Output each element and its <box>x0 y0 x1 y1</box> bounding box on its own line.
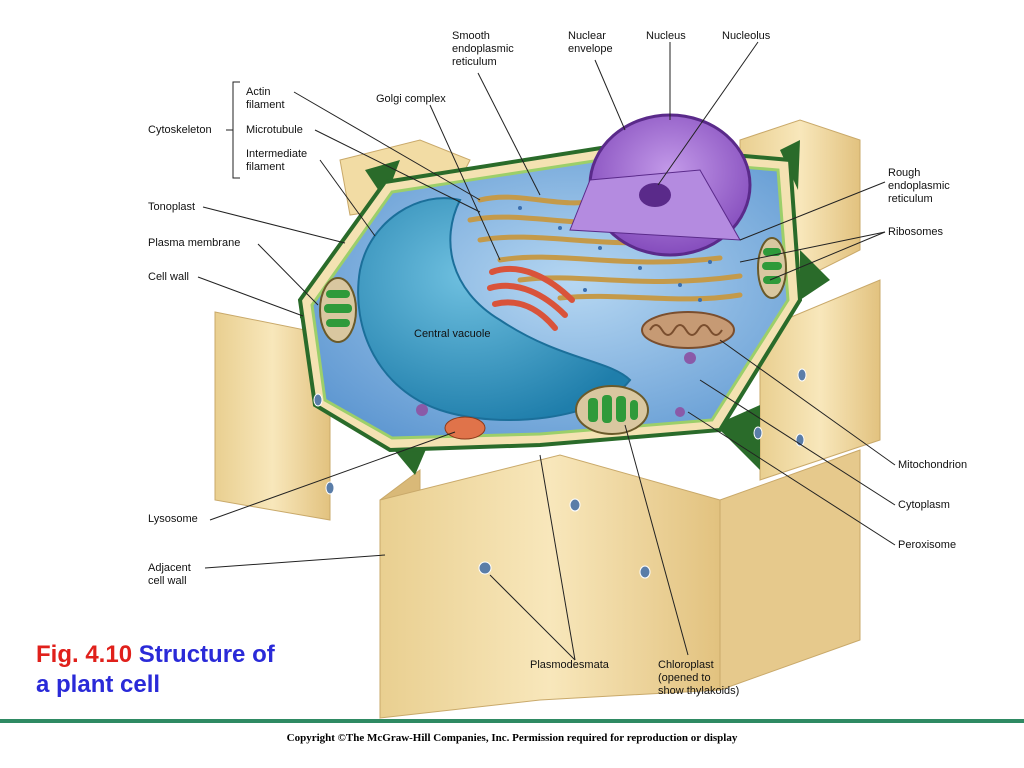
figure-caption: Fig. 4.10 Structure of a plant cell <box>36 640 275 700</box>
label-actin-filament: Actin filament <box>246 86 285 111</box>
central-vacuole <box>357 197 632 421</box>
label-cytoplasm: Cytoplasm <box>898 499 950 511</box>
label-golgi-complex: Golgi complex <box>376 93 446 105</box>
label-peroxisome: Peroxisome <box>898 539 957 551</box>
label-nucleus: Nucleus <box>646 30 686 42</box>
plasmodesmata-pores <box>313 368 807 579</box>
label-tonoplast: Tonoplast <box>148 201 196 213</box>
figure-number: Fig. 4.10 <box>36 641 133 668</box>
figure-title-line1: Structure of <box>138 641 275 668</box>
figure-title-line2: a plant cell <box>36 671 161 698</box>
chloroplast-right <box>757 237 787 299</box>
label-chloroplast: Chloroplast (opened to show thylakoids) <box>658 659 740 697</box>
label-adjacent-cell-wall: Adjacent cell wall <box>148 562 191 587</box>
leader-lines <box>197 41 896 661</box>
label-mitochondrion: Mitochondrion <box>898 459 968 471</box>
label-smooth-er: Smooth endoplasmic reticulum <box>452 30 514 68</box>
label-cytoskeleton: Cytoskeleton <box>148 124 212 136</box>
chloroplast <box>575 385 649 435</box>
lysosome <box>444 416 486 440</box>
label-nucleolus: Nucleolus <box>722 30 771 42</box>
peroxisome <box>416 352 696 417</box>
label-cell-wall: Cell wall <box>148 271 189 283</box>
label-plasmodesmata: Plasmodesmata <box>530 659 609 671</box>
label-nuclear-envelope: Nuclear envelope <box>568 30 613 55</box>
label-plasma-membrane: Plasma membrane <box>148 237 241 249</box>
footer-rule <box>0 719 1024 723</box>
label-lysosome: Lysosome <box>148 513 198 525</box>
nucleus <box>569 113 752 257</box>
copyright-notice: Copyright ©The McGraw-Hill Companies, In… <box>286 732 738 744</box>
mitochondrion <box>641 311 735 349</box>
label-central-vacuole: Central vacuole <box>414 328 491 340</box>
label-rough-er: Rough endoplasmic reticulum <box>888 167 950 205</box>
label-microtubule: Microtubule <box>246 124 303 136</box>
label-intermediate-filament: Intermediate filament <box>246 148 308 173</box>
label-ribosomes: Ribosomes <box>888 226 944 238</box>
golgi-complex <box>487 265 575 331</box>
chloroplast-left <box>319 277 357 343</box>
nucleolus <box>639 183 671 207</box>
